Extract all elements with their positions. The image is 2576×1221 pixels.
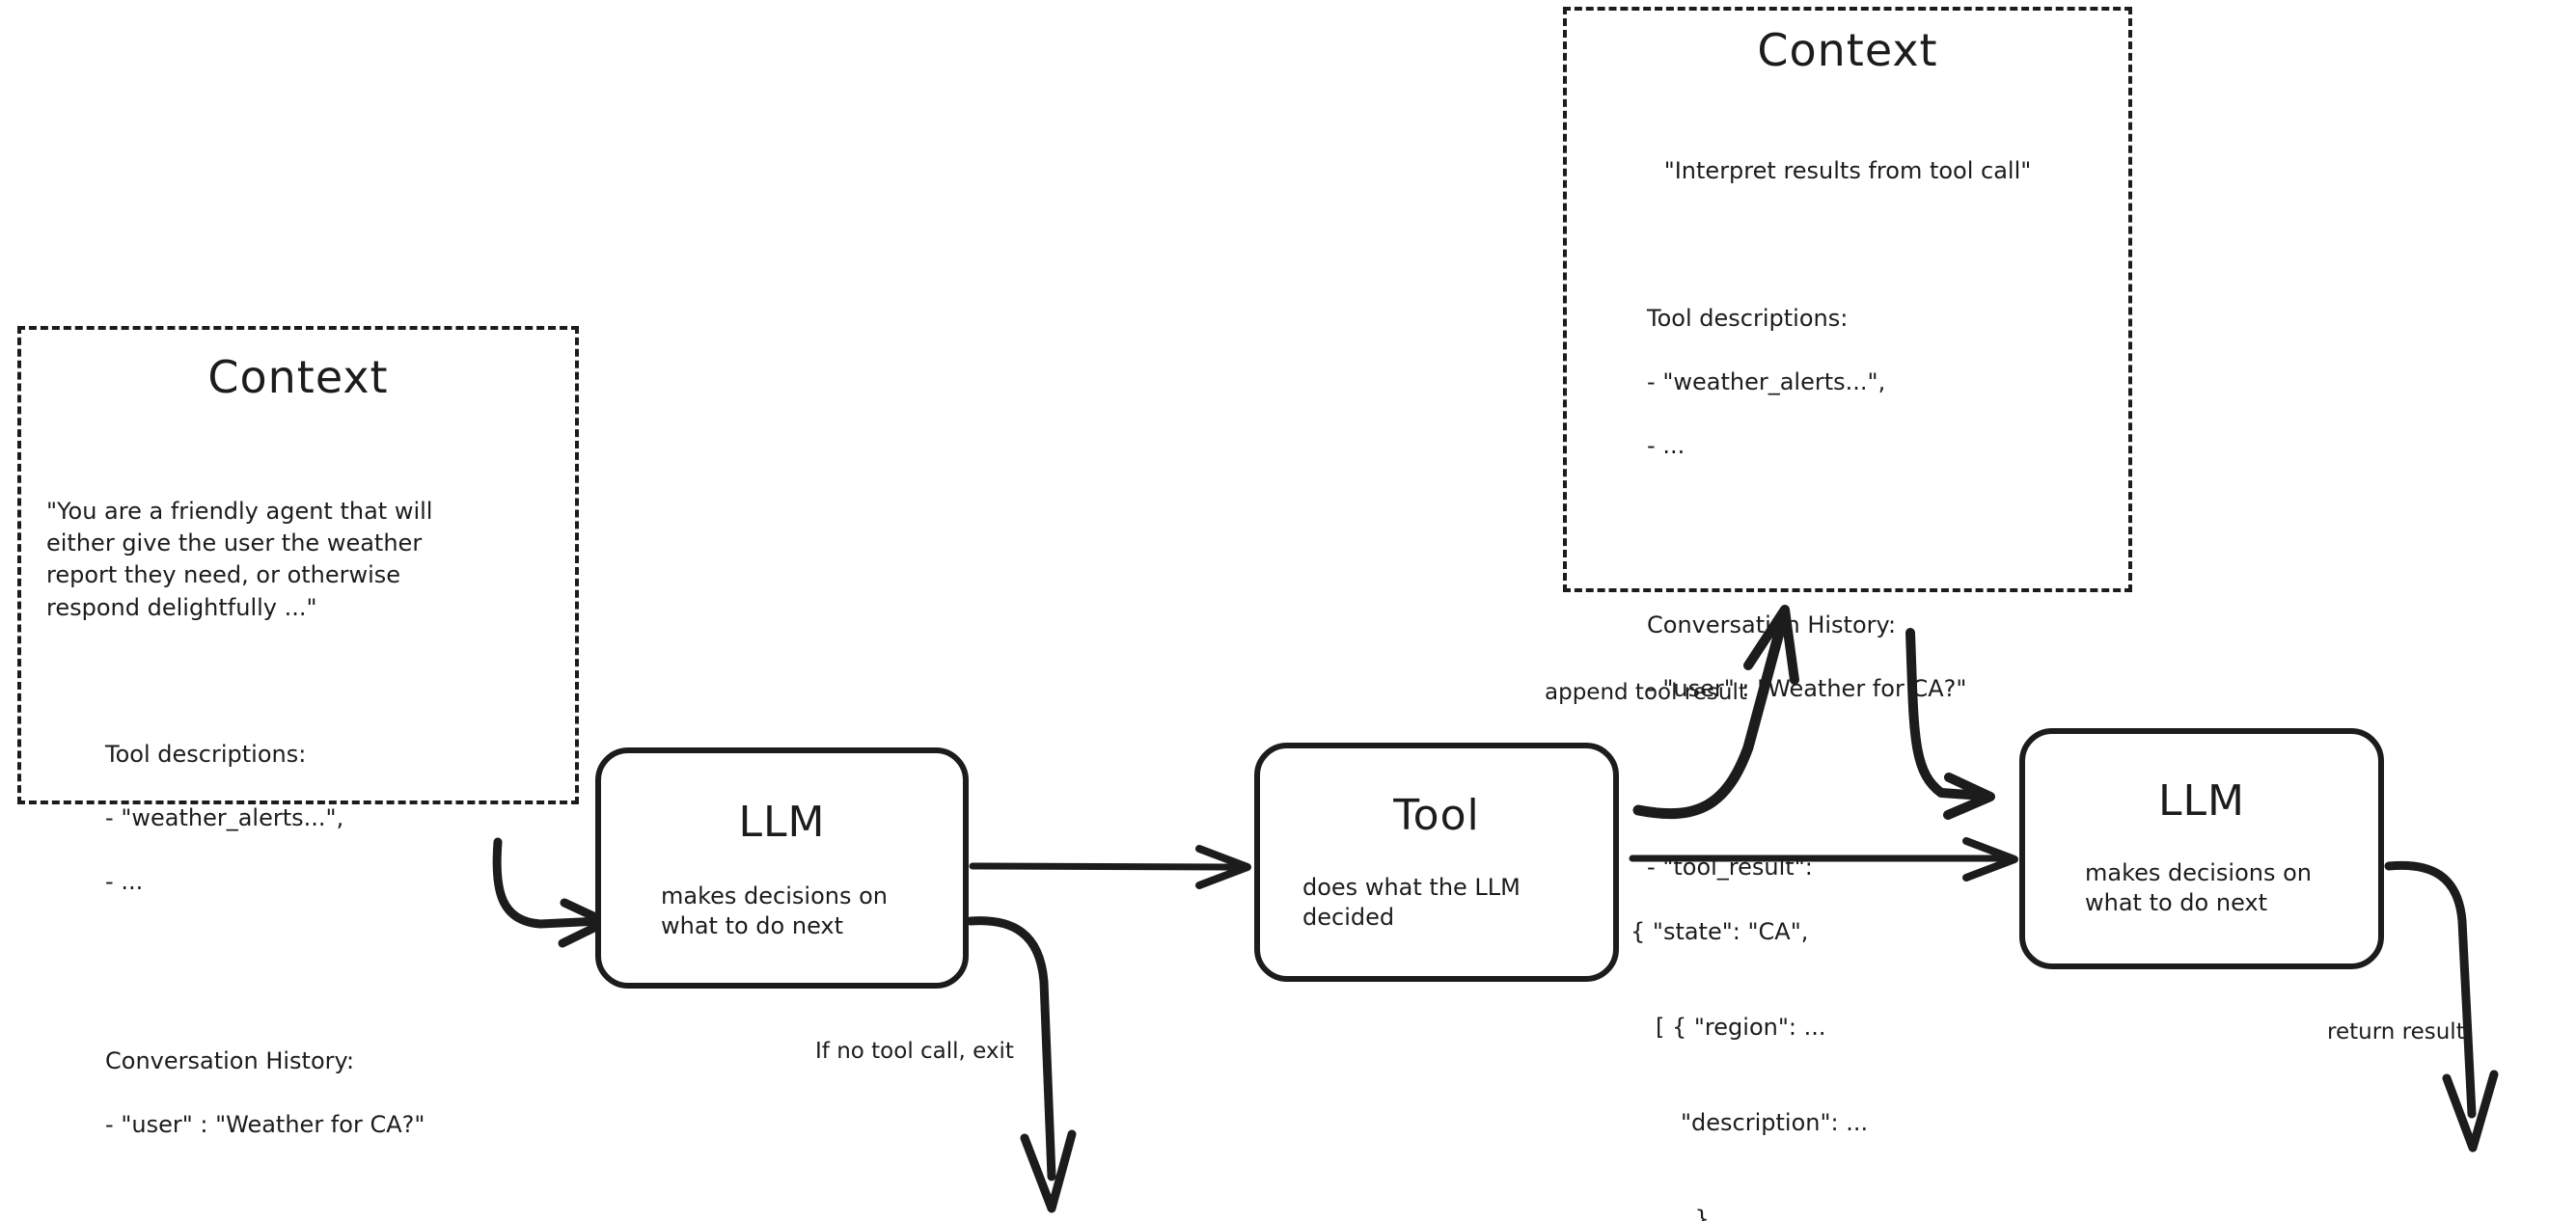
arrow-llm2-return-head (2442, 1070, 2499, 1153)
node-llm-first[interactable]: LLM makes decisions on what to do next (595, 747, 969, 989)
context-left-tools-block: Tool descriptions: - "weather_alerts..."… (46, 707, 550, 931)
context-right-tools-item-2: - ... (1647, 432, 1685, 460)
context-right-tool-result-line-3: "description": ... (1681, 1109, 1869, 1137)
node-llm-first-subtitle: makes decisions on what to do next (661, 882, 888, 939)
edge-label-append-tool-result: append tool result (1545, 680, 1747, 705)
context-left-tools-item-2: - ... (105, 868, 144, 896)
context-left-system-prompt: "You are a friendly agent that will eith… (46, 498, 433, 621)
context-right-tool-result-line-1: { "state": "CA", (1631, 917, 1809, 945)
arrow-llm2-return (2384, 860, 2477, 1119)
context-left-tools-heading: Tool descriptions: (105, 740, 307, 768)
context-right-conversation-item-1: - "user" : "Weather for CA?" (1647, 674, 1967, 702)
context-left-conversation-item-1: - "user" : "Weather for CA?" (105, 1111, 425, 1139)
context-left-conversation-heading: Conversation History: (105, 1046, 355, 1074)
context-left-conversation-block: Conversation History: - "user" : "Weathe… (46, 1014, 550, 1174)
context-left-title: Context (207, 351, 389, 403)
context-right-tool-result-block: - "tool_result": { "state": "CA", [ { "r… (1588, 820, 2107, 1221)
node-llm-first-title: LLM (738, 798, 826, 847)
arrow-llm1-exit-head (1020, 1129, 1077, 1213)
context-right-system-prompt: "Interpret results from tool call" (1663, 157, 2032, 185)
node-tool-subtitle: does what the LLM decided (1302, 874, 1521, 931)
node-llm-second-subtitle: makes decisions on what to do next (2085, 859, 2312, 916)
context-right-body: "Interpret results from tool call" Tool … (1588, 92, 2107, 1221)
context-right-title: Context (1757, 24, 1938, 76)
edge-label-if-no-tool-call-exit: If no tool call, exit (815, 1039, 1014, 1064)
context-right-tools-item-1: - "weather_alerts...", (1647, 367, 1886, 395)
edge-label-return-result: return result (2327, 1019, 2465, 1045)
context-right-tool-result-line-4: ... }, (1665, 1205, 1717, 1221)
context-right-tool-result-line-2: [ { "region": ... (1656, 1013, 1826, 1041)
arrow-llm1-to-tool-head (1195, 845, 1251, 889)
context-right-conversation-block: Conversation History: - "user" : "Weathe… (1588, 578, 2107, 738)
arrow-llm1-to-tool (969, 862, 1242, 871)
node-llm-second[interactable]: LLM makes decisions on what to do next (2019, 728, 2384, 969)
context-right-conversation-heading: Conversation History: (1647, 610, 1897, 638)
context-right-tool-result-label: - "tool_result": (1647, 854, 1813, 882)
context-card-initial: Context "You are a friendly agent that w… (17, 326, 579, 1138)
context-left-body: "You are a friendly agent that will eith… (46, 432, 550, 1221)
node-tool-title: Tool (1393, 791, 1480, 840)
context-card-after-tool: Context "Interpret results from tool cal… (1563, 7, 2132, 1221)
node-llm-second-title: LLM (2158, 776, 2245, 826)
node-tool[interactable]: Tool does what the LLM decided (1254, 743, 1619, 982)
context-right-tools-heading: Tool descriptions: (1647, 304, 1849, 332)
context-left-tools-item-1: - "weather_alerts...", (105, 804, 344, 832)
context-right-tools-block: Tool descriptions: - "weather_alerts..."… (1588, 271, 2107, 495)
